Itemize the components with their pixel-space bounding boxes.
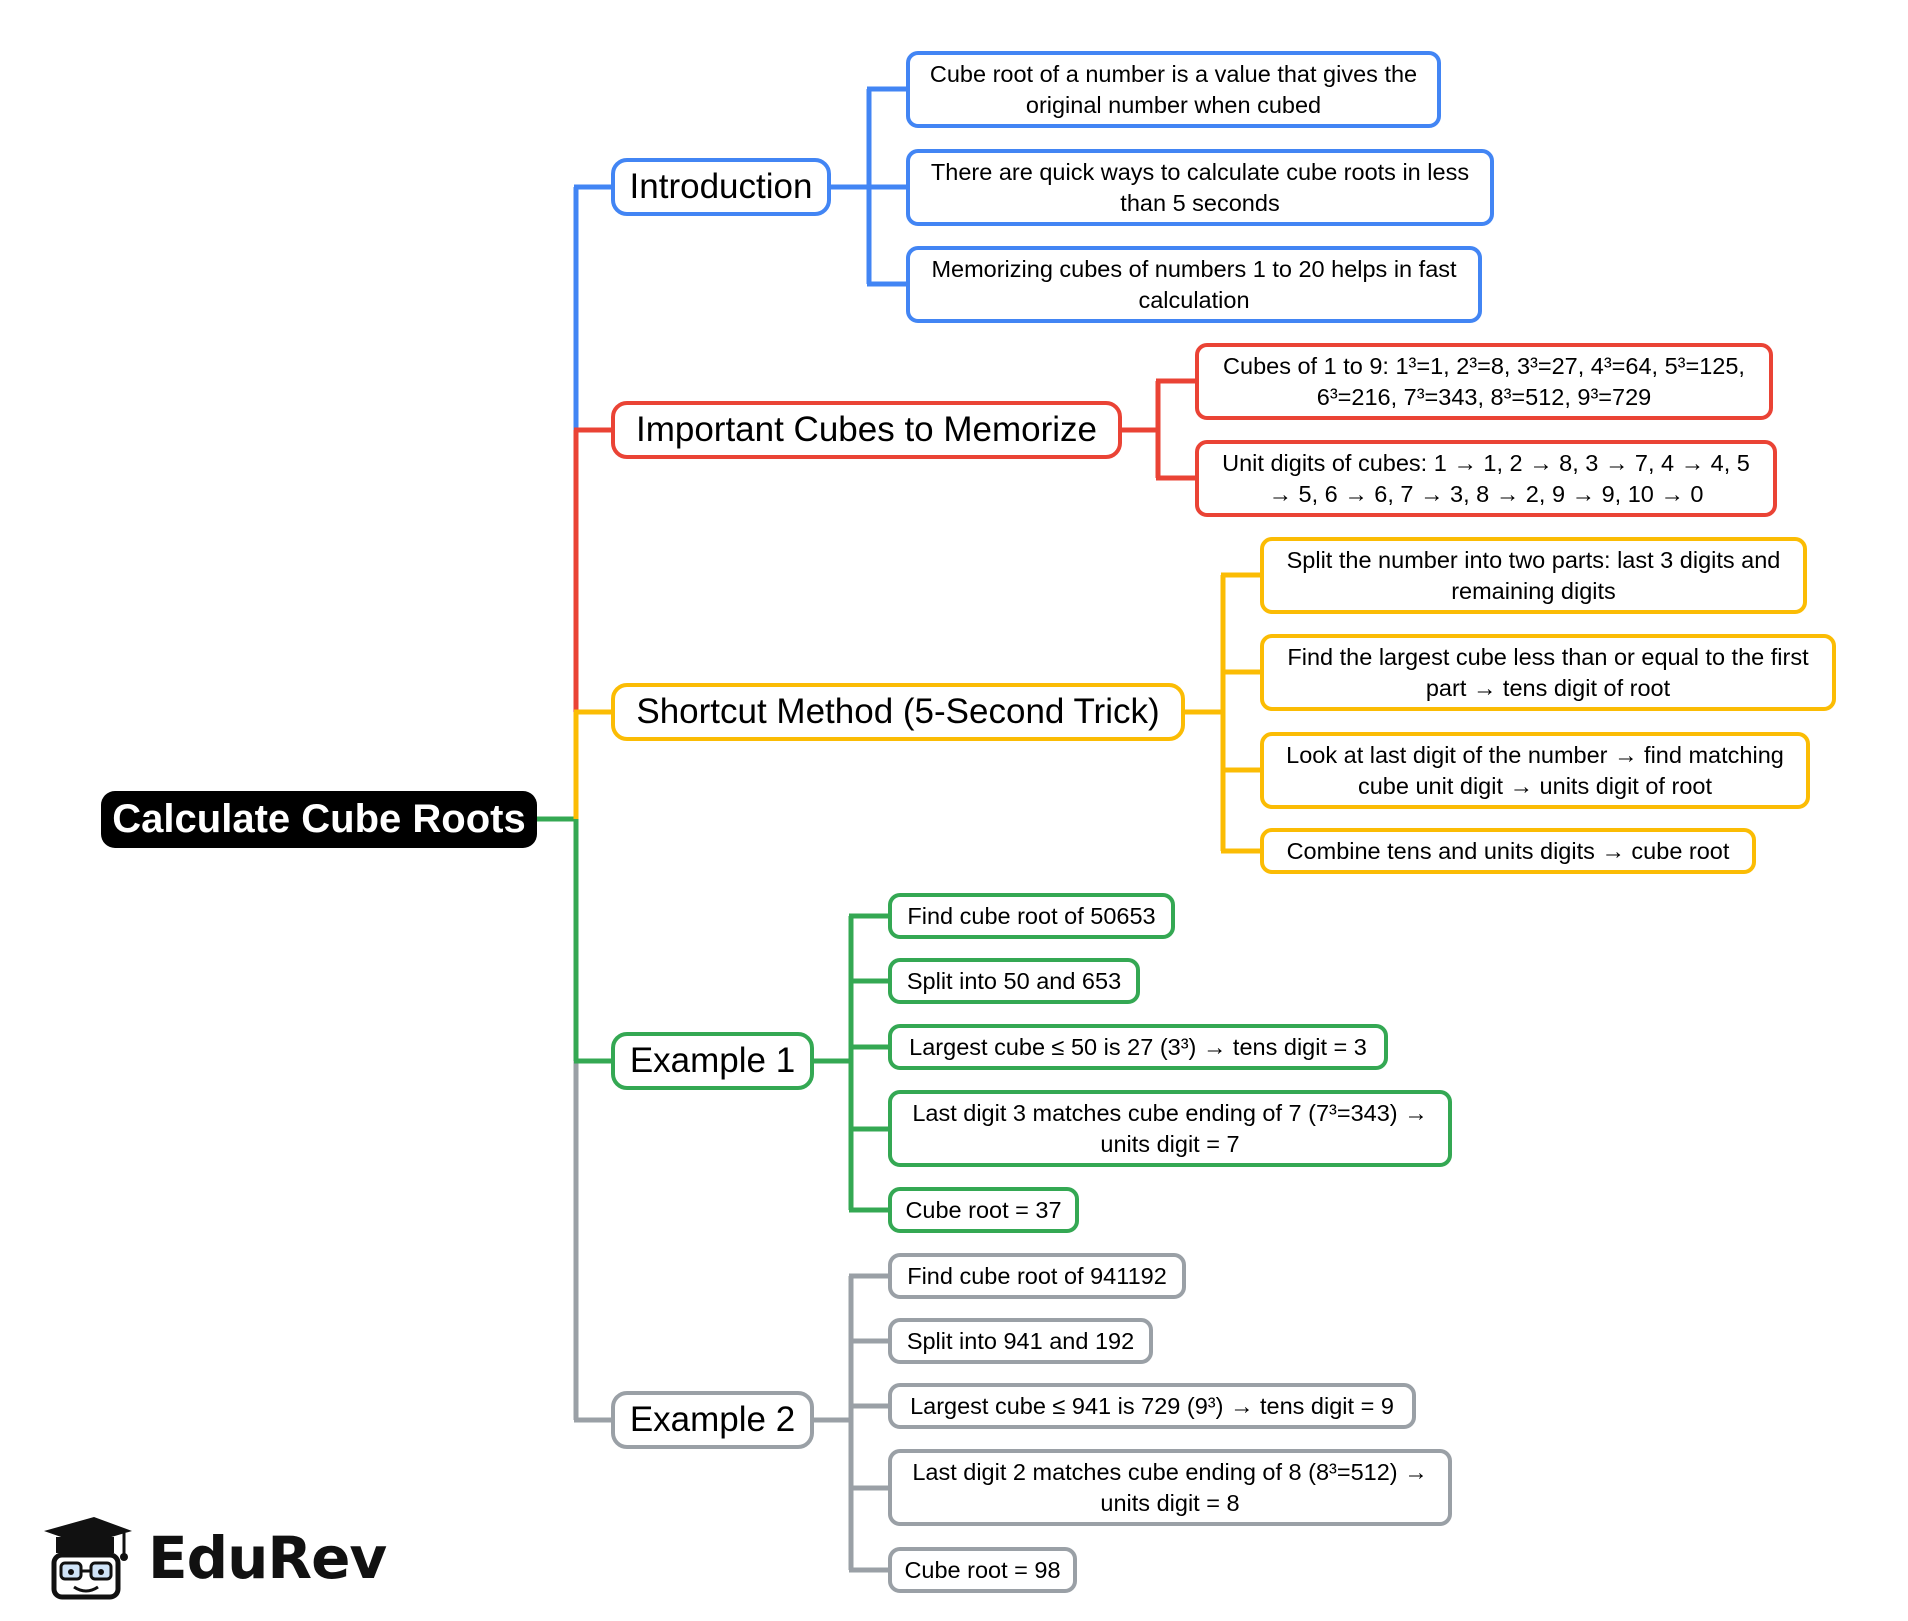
leaf-text: There are quick ways to calculate cube r… <box>930 158 1470 216</box>
example2-step: Last digit 2 matches cube ending of 8 (8… <box>888 1449 1452 1526</box>
leaf-text: Cube root = 98 <box>904 1556 1061 1583</box>
intro-item: There are quick ways to calculate cube r… <box>906 149 1494 226</box>
leaf-text: Find cube root of 941192 <box>907 1262 1167 1289</box>
leaf-text: Find cube root of 50653 <box>907 902 1156 929</box>
branch-label: Introduction <box>629 167 813 206</box>
cubes-item: Unit digits of cubes: 1 → 1, 2 → 8, 3 → … <box>1195 440 1777 517</box>
leaf-text: Last digit 3 matches cube ending of 7 (7… <box>912 1099 1428 1157</box>
shortcut-step: Combine tens and units digits → cube roo… <box>1260 828 1756 874</box>
intro-item: Cube root of a number is a value that gi… <box>906 51 1441 128</box>
leaf-text: Last digit 2 matches cube ending of 8 (8… <box>912 1458 1428 1516</box>
leaf-text: Split the number into two parts: last 3 … <box>1286 546 1781 604</box>
leaf-text: Largest cube ≤ 941 is 729 (9³) → tens di… <box>910 1392 1394 1419</box>
root-node: Calculate Cube Roots <box>101 791 537 848</box>
example1-step: Cube root = 37 <box>888 1187 1079 1233</box>
leaf-text: Largest cube ≤ 50 is 27 (3³) → tens digi… <box>909 1033 1367 1060</box>
example2-step: Split into 941 and 192 <box>888 1318 1153 1364</box>
branch-shortcut-method: Shortcut Method (5-Second Trick) <box>611 683 1185 741</box>
branch-example-1: Example 1 <box>611 1032 814 1090</box>
example1-step: Last digit 3 matches cube ending of 7 (7… <box>888 1090 1452 1167</box>
leaf-text: Combine tens and units digits → cube roo… <box>1286 837 1730 864</box>
shortcut-step: Look at last digit of the number → find … <box>1260 732 1810 809</box>
leaf-text: Find the largest cube less than or equal… <box>1287 643 1809 701</box>
example1-step: Largest cube ≤ 50 is 27 (3³) → tens digi… <box>888 1024 1388 1070</box>
branch-label: Important Cubes to Memorize <box>635 410 1097 449</box>
branch-important-cubes: Important Cubes to Memorize <box>611 401 1122 459</box>
leaf-text: Cubes of 1 to 9: 1³=1, 2³=8, 3³=27, 4³=6… <box>1223 352 1745 410</box>
intro-item: Memorizing cubes of numbers 1 to 20 help… <box>906 246 1482 323</box>
example2-step: Largest cube ≤ 941 is 729 (9³) → tens di… <box>888 1383 1416 1429</box>
branch-label: Example 1 <box>629 1041 796 1080</box>
leaf-text: Memorizing cubes of numbers 1 to 20 help… <box>931 255 1457 313</box>
cubes-item: Cubes of 1 to 9: 1³=1, 2³=8, 3³=27, 4³=6… <box>1195 343 1773 420</box>
edurev-logo: EduRev <box>38 1511 387 1606</box>
shortcut-step: Split the number into two parts: last 3 … <box>1260 537 1807 614</box>
branch-introduction: Introduction <box>611 158 831 216</box>
leaf-text: Cube root of a number is a value that gi… <box>929 60 1418 118</box>
leaf-text: Split into 50 and 653 <box>906 967 1122 994</box>
branch-example-2: Example 2 <box>611 1391 814 1449</box>
branch-label: Example 2 <box>629 1400 796 1439</box>
leaf-text: Split into 941 and 192 <box>906 1327 1135 1354</box>
example2-step: Find cube root of 941192 <box>888 1253 1186 1299</box>
graduate-mascot-icon <box>38 1511 134 1606</box>
branch-label: Shortcut Method (5-Second Trick) <box>636 692 1160 731</box>
shortcut-step: Find the largest cube less than or equal… <box>1260 634 1836 711</box>
example1-step: Find cube root of 50653 <box>888 893 1175 939</box>
leaf-text: Unit digits of cubes: 1 → 1, 2 → 8, 3 → … <box>1222 449 1750 507</box>
leaf-text: Look at last digit of the number → find … <box>1286 741 1784 799</box>
example2-step: Cube root = 98 <box>888 1547 1077 1593</box>
logo-text: EduRev <box>148 1524 387 1592</box>
leaf-text: Cube root = 37 <box>905 1196 1062 1223</box>
root-label: Calculate Cube Roots <box>112 797 526 841</box>
example1-step: Split into 50 and 653 <box>888 958 1140 1004</box>
